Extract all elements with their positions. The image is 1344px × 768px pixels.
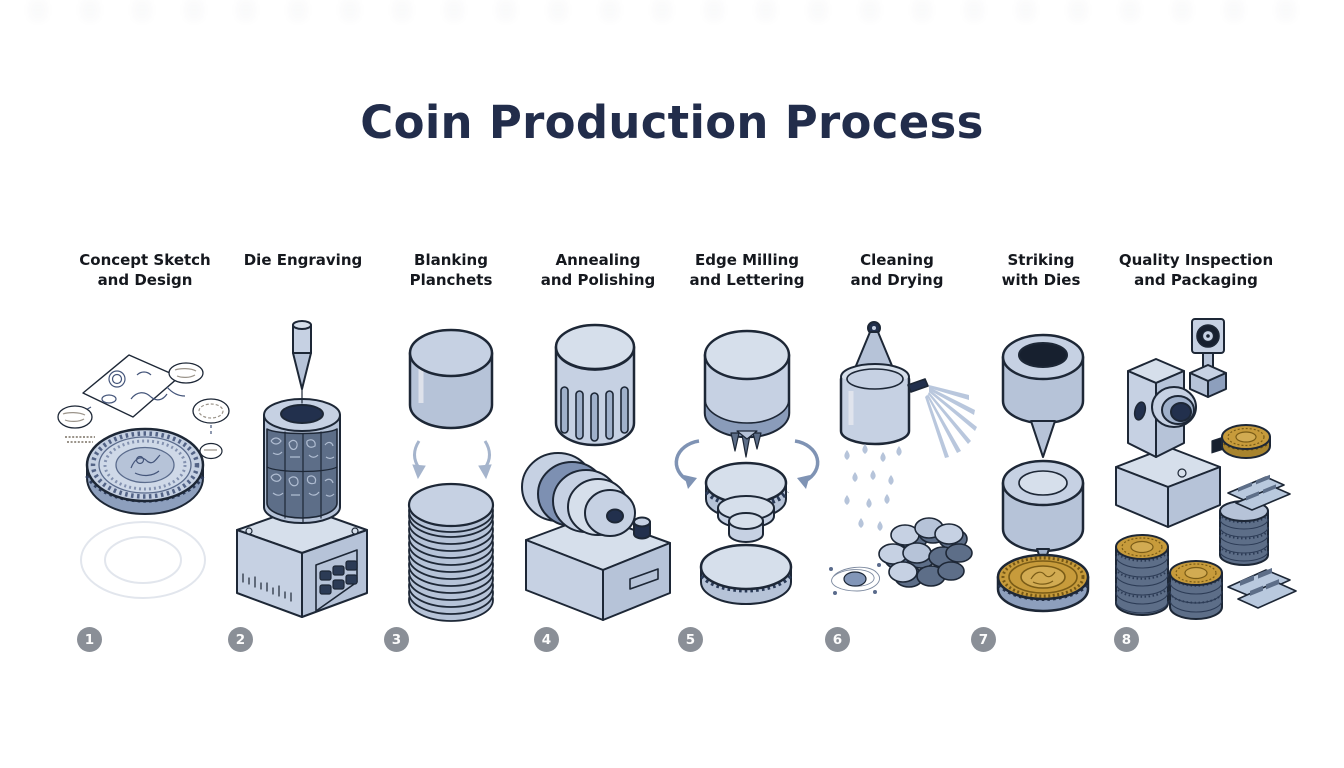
coin-on-pedestal-icon [704,461,790,543]
step-number-badge: 6 [825,627,850,652]
step-quality-inspection-and-packaging: Quality Inspection and Packaging [1114,245,1297,665]
step-label-line: and Lettering [689,270,805,289]
engraving-stylus-icon [292,320,312,404]
step-label-line: and Polishing [540,270,656,289]
top-artifact-strip [30,0,1314,20]
edge-milling-illustration-icon [674,329,820,605]
coin-stack-icon [1115,534,1169,616]
coin-stack-icon [1169,560,1223,620]
inspection-machine-icon [1115,358,1221,528]
step-annealing-and-polishing: Annealing and Polishing [518,245,678,665]
ghost-ring-icon [80,521,206,599]
step-label-line: Cleaning [860,251,934,269]
planchet-stack-icon [407,482,495,622]
metal-cylinder-icon [408,328,494,430]
approval-stamps-icon [57,362,230,460]
struck-gold-coin-icon [996,553,1090,613]
step-label: Annealing and Polishing [504,251,692,290]
coin-pile-icon [878,517,973,588]
lower-die-icon [1001,459,1085,568]
step-label-line: Striking [1007,251,1075,269]
upper-die-icon [1001,333,1085,458]
splash-scribble-icon [829,563,881,595]
step-label-line: Planchets [409,270,493,289]
wrapped-coin-roll-icon [1219,474,1291,566]
design-coin-icon [85,427,205,515]
step-number-badge: 1 [77,627,102,652]
step-number-badge: 7 [971,627,996,652]
machine-base-icon [236,506,368,618]
inspection-illustration-icon [1115,318,1297,620]
step-number-badge: 4 [534,627,559,652]
drum-slots-icon [560,386,629,442]
step-label: Concept Sketch and Design [51,251,239,290]
machine-base-icon [525,514,671,621]
die-cylinder-icon [263,398,341,524]
step-label: Edge Milling and Lettering [653,251,841,290]
step-label-line: Die Engraving [243,251,363,269]
step-blanking-planchets: Blanking Planchets [371,245,531,665]
reeded-coin-icon [699,543,793,605]
spray-washer-icon [839,321,929,446]
step-label-line: Annealing [555,251,641,269]
water-droplets-icon [844,444,902,531]
step-cleaning-and-drying: Cleaning and Drying [817,245,977,665]
keypad-icon [315,549,358,612]
spray-fan-icon [925,385,977,458]
camera-head-icon [1189,318,1227,454]
lens-icon [1151,386,1197,428]
step-striking-with-dies: Striking with Dies [961,245,1121,665]
milling-press-icon [703,329,791,458]
step-label-line: and Design [97,270,193,289]
rotation-arrows-icon [674,439,820,489]
certificate-sheets-icon [1227,567,1297,609]
step-number-badge: 5 [678,627,703,652]
step-label: Die Engraving [209,251,397,271]
step-label-line: Concept Sketch [79,251,211,269]
nozzle-icon [907,378,929,393]
page-title: Coin Production Process [360,96,984,149]
step-label-line: Quality Inspection [1118,251,1274,269]
certificate-sheets-icon [1227,474,1291,511]
ruler-ticks-icon [242,573,292,602]
polishing-wheel-icon [521,452,636,537]
step-number-badge: 8 [1114,627,1139,652]
step-label-line: and Drying [850,270,944,289]
step-concept-sketch-and-design: Concept Sketch and Design [57,245,230,665]
step-number-badge: 3 [384,627,409,652]
step-label: Cleaning and Drying [803,251,991,290]
step-label-line: Edge Milling [694,251,800,269]
step-label-line: with Dies [1001,270,1081,289]
step-label: Quality Inspection and Packaging [1102,251,1290,290]
sketch-sheet-icon [76,354,180,418]
concept-sketch-illustration-icon [57,354,230,599]
inspected-gold-coin-icon [1221,424,1271,459]
step-number-badge: 2 [228,627,253,652]
cleaning-illustration-icon [829,321,977,595]
engraved-panels-icon [266,428,338,523]
step-edge-milling-and-lettering: Edge Milling and Lettering [667,245,827,665]
annealing-illustration-icon [521,323,671,621]
step-die-engraving: Die Engraving [223,245,383,665]
step-label-line: Blanking [414,251,488,269]
step-label: Striking with Dies [947,251,1135,290]
step-label-line: and Packaging [1134,270,1258,289]
blanking-illustration-icon [407,328,495,622]
cutter-teeth-icon [730,430,762,458]
step-label: Blanking Planchets [357,251,545,290]
die-engraving-illustration-icon [236,320,368,618]
striking-illustration-icon [996,333,1090,613]
knob-icon [633,516,651,540]
down-arrows-icon [412,440,492,480]
annealing-drum-icon [554,323,636,447]
